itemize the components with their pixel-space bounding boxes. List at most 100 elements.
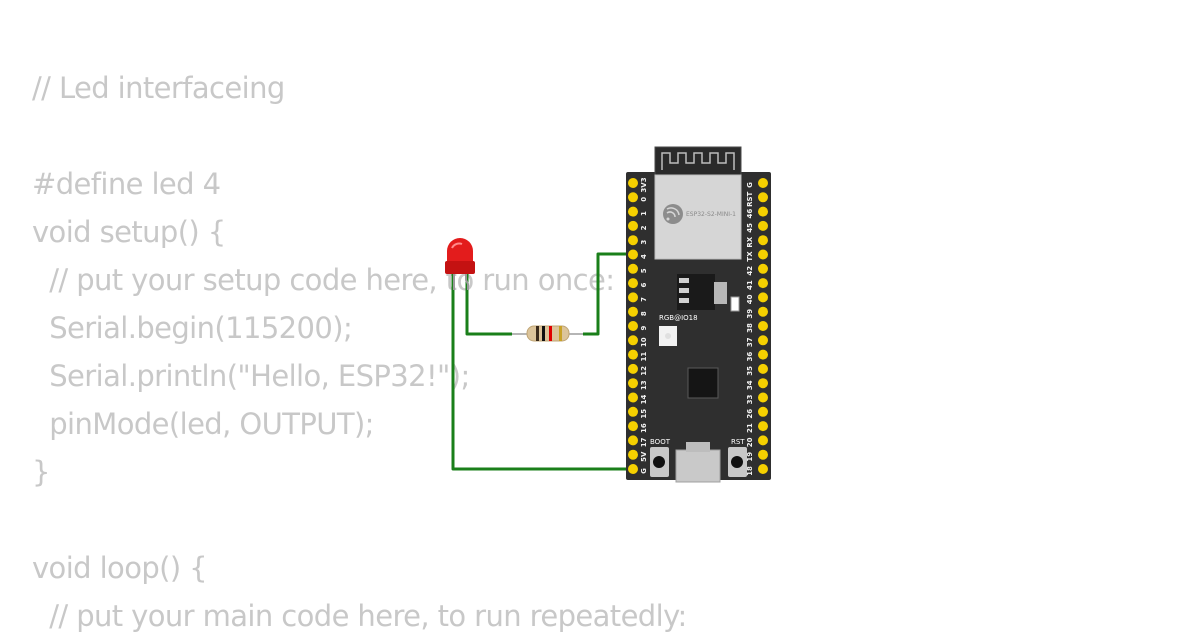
code-line: }	[32, 455, 50, 489]
left-pin-label: 16	[640, 423, 648, 433]
code-line	[32, 496, 687, 544]
right-pin-label: 38	[746, 323, 754, 333]
left-pin-label: 8	[640, 311, 648, 316]
right-pin-label: 19	[746, 452, 754, 462]
right-pin-label: RX	[746, 236, 754, 247]
left-pin-label: 6	[640, 283, 648, 288]
right-pin-label: 42	[746, 266, 754, 276]
left-pin-1[interactable]	[628, 206, 638, 217]
right-pin-33[interactable]	[758, 392, 768, 403]
left-pin-label: 5V	[640, 451, 648, 462]
left-pin-label: 13	[640, 380, 648, 390]
right-pin-45[interactable]	[758, 220, 768, 231]
right-pin-46[interactable]	[758, 206, 768, 217]
right-pin-20[interactable]	[758, 435, 768, 446]
rst-label: RST	[731, 438, 745, 446]
code-line: Serial.begin(115200);	[32, 311, 353, 345]
resistor[interactable]	[512, 325, 583, 342]
right-pin-G[interactable]	[758, 178, 768, 188]
left-pin-label: 5	[640, 268, 648, 273]
right-pin-21[interactable]	[758, 421, 768, 432]
right-pin-35[interactable]	[758, 363, 768, 374]
right-pin-label: 35	[746, 366, 754, 376]
right-pin-39[interactable]	[758, 306, 768, 317]
left-pin-13[interactable]	[628, 378, 638, 389]
left-pin-0[interactable]	[628, 192, 638, 203]
right-pin-TX[interactable]	[758, 249, 768, 260]
rgb-led-label: RGB@IO18	[659, 314, 698, 322]
left-pin-2[interactable]	[628, 220, 638, 231]
left-pin-label: 15	[640, 409, 648, 419]
left-pin-16[interactable]	[628, 421, 638, 432]
right-pin-label: 21	[746, 423, 754, 433]
red-led[interactable]	[445, 238, 475, 290]
right-pin-RX[interactable]	[758, 235, 768, 246]
code-line: #define led 4	[32, 167, 221, 201]
left-pin-17[interactable]	[628, 435, 638, 446]
module-label: ESP32-S2-MINI-1	[686, 211, 736, 218]
left-pin-5[interactable]	[628, 263, 638, 274]
right-pin-42[interactable]	[758, 263, 768, 274]
left-pin-label: 0	[640, 197, 648, 202]
left-pin-label: 3V3	[640, 177, 648, 192]
right-pin-19[interactable]	[758, 449, 768, 460]
right-pin-label: 46	[746, 209, 754, 219]
wire-resistor-to-gpio4[interactable]	[583, 252, 633, 336]
right-pin-label: 34	[746, 380, 754, 390]
right-pin-label: 20	[746, 437, 754, 447]
right-pin-18[interactable]	[758, 464, 768, 474]
right-pin-label: 33	[746, 395, 754, 405]
code-line	[32, 112, 687, 160]
right-pin-label: 18	[746, 466, 754, 476]
left-pin-label: 3	[640, 240, 648, 245]
esp32-s2-board[interactable]: ESP32-S2-MINI-1 RGB@IO18 BOOT RST 3V3012…	[626, 146, 771, 483]
right-pin-34[interactable]	[758, 378, 768, 389]
left-pin-7[interactable]	[628, 292, 638, 303]
left-pin-4[interactable]	[628, 249, 638, 260]
left-pin-9[interactable]	[628, 321, 638, 331]
left-pin-8[interactable]	[628, 306, 638, 317]
left-pin-label: 9	[640, 325, 648, 330]
code-line: void loop() {	[32, 551, 208, 585]
right-pin-38[interactable]	[758, 321, 768, 331]
left-pin-label: 10	[640, 337, 648, 347]
right-pin-41[interactable]	[758, 278, 768, 289]
left-pin-label: 2	[640, 225, 648, 230]
left-pin-10[interactable]	[628, 335, 638, 346]
right-pin-37[interactable]	[758, 335, 768, 346]
left-pin-label: 12	[640, 366, 648, 376]
usb-chip	[687, 367, 719, 399]
right-pin-26[interactable]	[758, 406, 768, 417]
left-pin-3[interactable]	[628, 235, 638, 246]
left-pin-12[interactable]	[628, 363, 638, 374]
boot-label: BOOT	[650, 438, 671, 446]
left-pin-6[interactable]	[628, 278, 638, 289]
left-pin-G[interactable]	[628, 464, 638, 474]
right-pin-label: 45	[746, 223, 754, 233]
right-pin-label: G	[746, 182, 754, 188]
right-pin-label: 37	[746, 337, 754, 347]
right-pin-label: 36	[746, 352, 754, 362]
code-line: // Led interfaceing	[32, 71, 285, 105]
right-pin-RST[interactable]	[758, 192, 768, 203]
right-pin-40[interactable]	[758, 292, 768, 303]
right-pin-label: 26	[746, 409, 754, 419]
left-pin-5V[interactable]	[628, 449, 638, 460]
right-pin-label: RST	[746, 191, 754, 206]
left-pin-label: 4	[640, 254, 648, 259]
left-pin-label: 11	[640, 352, 648, 362]
left-pin-14[interactable]	[628, 392, 638, 403]
left-pin-label: 1	[640, 211, 648, 216]
left-pin-3V3[interactable]	[628, 178, 638, 188]
right-pin-label: 41	[746, 280, 754, 290]
left-pin-15[interactable]	[628, 406, 638, 417]
left-pin-label: 14	[640, 395, 648, 405]
wire-led-cathode-to-ground[interactable]	[451, 268, 633, 471]
left-pin-11[interactable]	[628, 349, 638, 360]
usb-connector[interactable]	[675, 449, 721, 483]
right-pin-36[interactable]	[758, 349, 768, 360]
code-line: pinMode(led, OUTPUT);	[32, 407, 374, 441]
